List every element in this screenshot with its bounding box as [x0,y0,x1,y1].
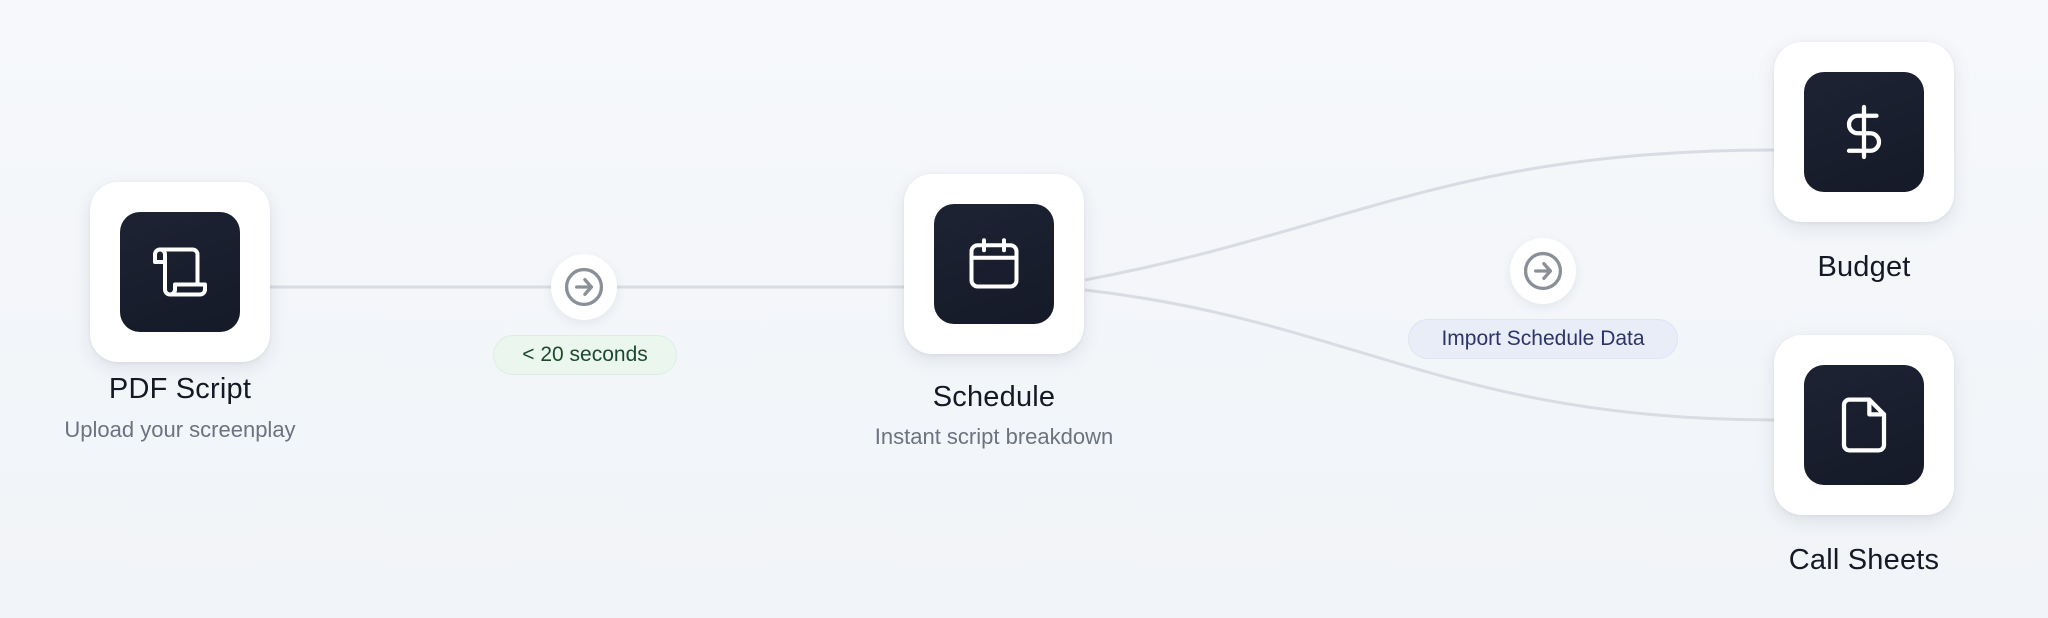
pdf-script-tile [120,212,240,332]
duration-badge: < 20 seconds [493,335,677,375]
pdf-script-subtitle: Upload your screenplay [64,417,296,442]
budget-tile [1804,72,1924,192]
schedule-title: Schedule [932,381,1056,413]
call-sheets-node[interactable] [1774,335,1954,515]
dollar-icon [1846,104,1882,160]
line-schedule-to-budget [1084,148,1776,282]
schedule-node[interactable] [904,174,1084,354]
call-sheets-tile [1804,365,1924,485]
budget-node[interactable] [1774,42,1954,222]
line-schedule-to-callsheets [1084,288,1776,422]
scroll-icon [153,247,207,297]
arrow-circle-2 [1510,238,1576,304]
arrow-right-circle-icon [564,267,604,307]
arrow-circle-1 [551,254,617,320]
schedule-subtitle: Instant script breakdown [874,424,1114,449]
budget-title: Budget [1817,251,1911,283]
document-icon [1841,397,1887,453]
calendar-icon [969,238,1019,289]
pdf-script-title: PDF Script [108,373,252,405]
call-sheets-title: Call Sheets [1788,544,1940,576]
pdf-script-node[interactable] [90,182,270,362]
arrow-right-circle-icon [1523,251,1563,291]
schedule-tile [934,204,1054,324]
import-badge: Import Schedule Data [1408,319,1678,359]
